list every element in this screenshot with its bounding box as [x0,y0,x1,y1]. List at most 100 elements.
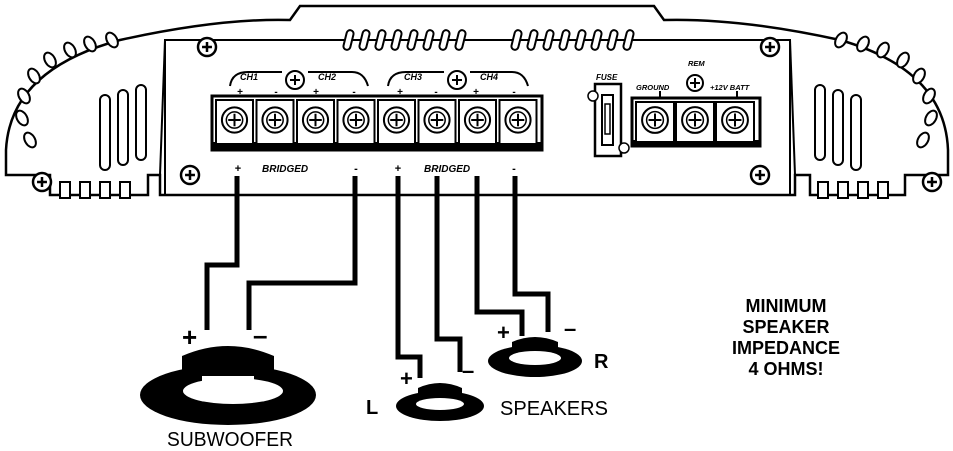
screw [759,36,781,58]
oval-vent [834,31,848,49]
fin-right [832,89,844,166]
rem-label: REM [688,59,705,68]
foot [857,181,869,199]
foot [79,181,91,199]
vent-slot [390,29,403,51]
speaker-terminal-block: CH1 CH2 CH3 CH4 + - + - + - + - + BRIDGE… [210,70,544,175]
left-minus-mark: – [462,358,474,383]
speaker-terminal [215,99,254,145]
t7-plus: + [473,87,479,98]
screw [31,171,53,193]
foot [59,181,71,199]
oval-vent [27,67,41,85]
screw [921,171,943,193]
right-plus-mark: + [497,320,510,345]
oval-vent [896,51,910,69]
vent-slot [510,29,523,51]
bridged-label-2: BRIDGED [424,164,470,175]
foot [119,181,131,199]
vent-slot [590,29,603,51]
channel-screw-2 [447,70,467,90]
ch4-label: CH4 [480,72,498,82]
right-label: R [594,351,609,373]
fin-left [117,89,129,166]
t6-minus: - [434,87,437,98]
ch1-label: CH1 [240,72,258,82]
vent-slot [406,29,419,51]
vent-slot [438,29,451,51]
speaker-terminal [417,99,457,145]
fuse-label: FUSE [596,73,618,82]
vent-slot [374,29,387,51]
t2-minus: - [274,87,277,98]
speaker-terminal [377,99,416,145]
power-terminal [715,101,755,143]
oval-vent [105,31,119,49]
channel-screw-1 [285,70,305,90]
speaker-terminal [498,99,538,145]
oval-vent [23,131,37,149]
foot [817,181,829,199]
vent-slot [558,29,571,51]
wire-right-plus [474,176,525,336]
ch3-label: CH3 [404,72,422,82]
t4-minus: - [352,87,355,98]
fin-right [814,84,826,161]
bridged-label-1: BRIDGED [262,164,308,175]
t8-minus: - [512,87,515,98]
speakers-label: SPEAKERS [500,398,608,420]
screws [31,36,943,193]
oval-vent [83,35,97,53]
foot [877,181,889,199]
warning-line-3: IMPEDANCE [732,338,840,358]
wire-right-minus [512,176,551,332]
sub-minus-mark: – [253,320,267,350]
screw [179,164,201,186]
impedance-warning: MINIMUM SPEAKER IMPEDANCE 4 OHMS! [732,296,840,379]
vent-slot [454,29,467,51]
fuse-holder: FUSE [587,73,630,158]
vent-slot [574,29,587,51]
oval-vent [63,41,77,59]
left-label: L [366,397,378,419]
power-terminal-block: GROUND REM +12V BATT [630,59,762,148]
fin-left [135,84,147,161]
rem-screw [686,74,704,92]
speaker-wires [204,176,551,378]
wire-sub-plus [204,176,240,330]
speaker-terminal [296,99,335,145]
batt-label: +12V BATT [710,83,751,92]
oval-vent [15,109,29,127]
wire-left-plus [395,176,423,378]
screw [196,36,218,58]
side-fins [15,31,938,199]
vent-slot [622,29,635,51]
speaker-terminal [458,99,497,145]
wire-sub-minus [246,176,358,330]
vent-slot [526,29,539,51]
top-vents [342,29,635,51]
screw [749,164,771,186]
vent-slot [422,29,435,51]
vent-slot [606,29,619,51]
oval-vent [912,67,926,85]
bridged2-plus: + [395,163,401,175]
speaker-terminal [336,99,376,145]
vent-slot [342,29,355,51]
oval-vent [876,41,890,59]
t1-plus: + [237,87,243,98]
oval-vent [17,87,31,105]
subwoofer [140,346,316,425]
fin-left [99,94,111,171]
oval-vent [43,51,57,69]
ch2-label: CH2 [318,72,336,82]
warning-line-1: MINIMUM [746,296,827,316]
foot [837,181,849,199]
subwoofer-label: SUBWOOFER [167,429,293,451]
t3-plus: + [313,87,319,98]
bridged1-plus: + [235,163,241,175]
bridged2-minus: - [512,163,516,175]
left-speaker [396,383,484,421]
oval-vent [924,109,938,127]
oval-vent [856,35,870,53]
